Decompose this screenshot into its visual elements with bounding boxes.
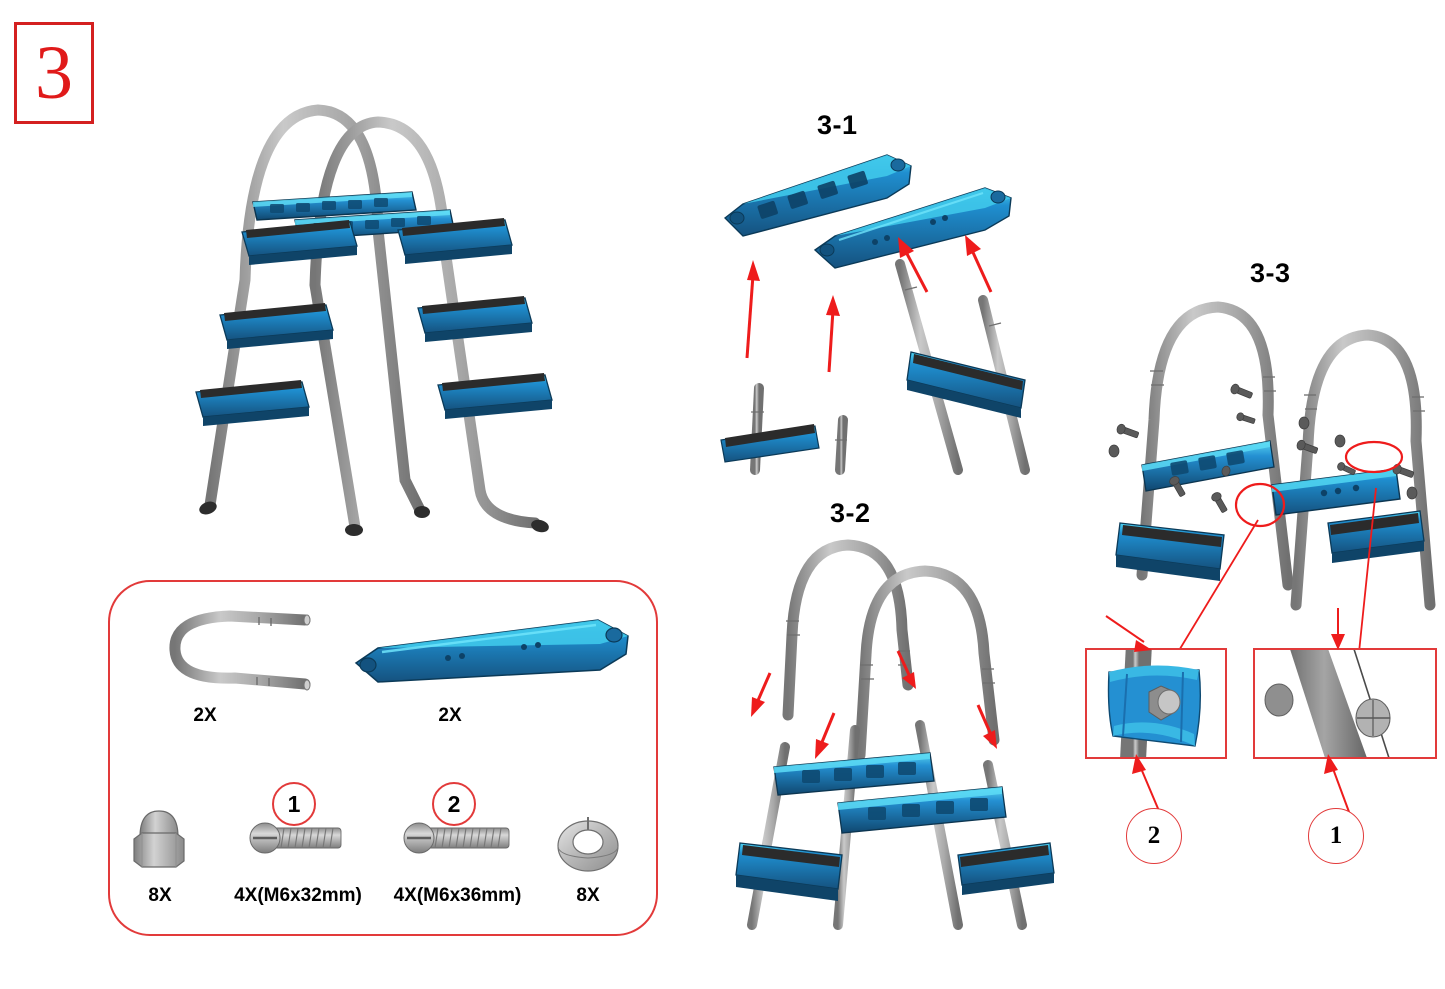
lower-ladder-assembly: [735, 720, 1055, 930]
part-screw-m6x32: [243, 815, 353, 867]
part-qty-cap-nut: 8X: [148, 885, 172, 906]
detail-callout-box-2: [1085, 648, 1227, 759]
detail-callout-box-1: [1253, 648, 1437, 759]
scattered-fasteners: [1108, 383, 1418, 513]
part-dome-cap-nut: [126, 805, 192, 877]
substep-label-3-3: 3-3: [1250, 258, 1291, 288]
upper-cross-rail-back: [252, 191, 417, 221]
detail-callout-1-text: 1: [1329, 822, 1343, 849]
ladder-step: [417, 296, 533, 342]
ladder-frame-tubes: [204, 104, 541, 533]
assembly-arrow: [751, 650, 997, 759]
part-qty-screw-m6x36: 4X(M6x36mm): [393, 885, 522, 906]
left-leg-subassembly: [720, 383, 848, 475]
part-ref-1-text: 1: [287, 790, 301, 817]
step-number-badge: 3: [14, 22, 94, 124]
part-ref-2-text: 2: [447, 790, 461, 817]
part-curved-handrail-tube: [155, 598, 330, 698]
assembly-arrow: [745, 235, 993, 373]
detail-callout-circle-2: 2: [1126, 808, 1182, 864]
ladder-step: [437, 373, 553, 419]
rail-upper-right: [813, 187, 1012, 269]
part-qty-curved-tube: 2X: [193, 705, 217, 726]
ladder-step: [219, 303, 334, 349]
substep-3-3-illustration: [1100, 285, 1445, 620]
rail-upper-left: [723, 154, 912, 237]
part-qty-blue-rail: 2X: [438, 705, 462, 726]
ladder-foot-caps: [199, 501, 549, 536]
substep-label-3-1: 3-1: [817, 110, 858, 140]
part-qty-lock-washer: 8X: [576, 885, 600, 906]
ladder-step: [241, 220, 358, 265]
part-blue-cross-rail: [348, 608, 638, 698]
main-ladder-illustration: [150, 80, 600, 536]
ladder-step: [195, 380, 310, 426]
right-leg-subassembly: [895, 259, 1030, 475]
highlight-ellipse-left: [1234, 482, 1286, 528]
part-lock-washer: [552, 808, 624, 878]
detail-callout-circle-1: 1: [1308, 808, 1364, 864]
detail-callout-2-text: 2: [1147, 822, 1161, 849]
highlight-ellipse-right: [1344, 440, 1404, 474]
part-ref-circle-1: 1: [272, 782, 316, 826]
substep-3-2-illustration: [730, 525, 1060, 930]
handrail-tube: [782, 539, 1000, 761]
part-ref-circle-2: 2: [432, 782, 476, 826]
part-qty-screw-m6x32: 4X(M6x32mm): [234, 885, 362, 906]
step-number-text: 3: [35, 31, 73, 115]
substep-3-1-illustration: [715, 140, 1065, 475]
part-screw-m6x36: [397, 815, 519, 867]
ladder-step: [397, 218, 513, 264]
substep-label-3-2: 3-2: [830, 498, 871, 528]
